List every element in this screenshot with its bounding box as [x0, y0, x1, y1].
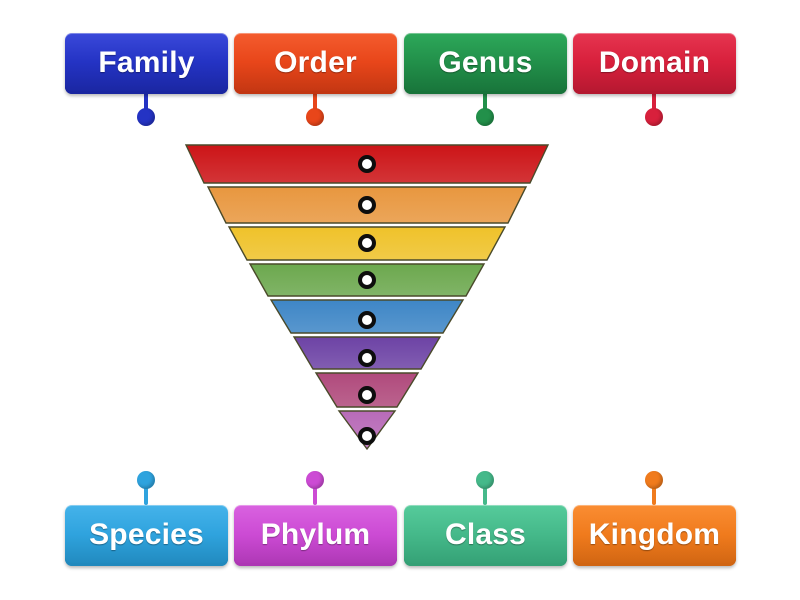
drop-target-2[interactable] — [358, 196, 376, 214]
label-text: Domain — [598, 45, 711, 79]
drop-target-6[interactable] — [358, 349, 376, 367]
drop-target-8[interactable] — [358, 427, 376, 445]
label-text: Genus — [438, 45, 533, 79]
pin-stem — [313, 485, 317, 505]
drop-target-3[interactable] — [358, 234, 376, 252]
label-box-genus[interactable]: Genus — [404, 33, 567, 94]
label-text: Family — [98, 45, 195, 79]
pin-knob-icon — [645, 108, 663, 126]
label-box-species[interactable]: Species — [65, 505, 228, 566]
pin-knob-icon — [306, 108, 324, 126]
connector-pin-phylum — [306, 471, 324, 505]
pin-stem — [652, 92, 656, 112]
connector-pin-family — [137, 92, 155, 126]
pin-stem — [144, 92, 148, 112]
label-box-domain[interactable]: Domain — [573, 33, 736, 94]
drop-target-1[interactable] — [358, 155, 376, 173]
connector-pin-class — [476, 471, 494, 505]
pin-stem — [652, 485, 656, 505]
label-text: Phylum — [260, 517, 371, 551]
label-box-family[interactable]: Family — [65, 33, 228, 94]
label-box-class[interactable]: Class — [404, 505, 567, 566]
connector-pin-domain — [645, 92, 663, 126]
drop-target-5[interactable] — [358, 311, 376, 329]
pin-stem — [483, 92, 487, 112]
pin-knob-icon — [137, 471, 155, 489]
label-text: Order — [274, 45, 357, 79]
label-text: Class — [444, 517, 527, 551]
label-box-phylum[interactable]: Phylum — [234, 505, 397, 566]
pin-stem — [144, 485, 148, 505]
pin-knob-icon — [137, 108, 155, 126]
pin-knob-icon — [645, 471, 663, 489]
drop-target-4[interactable] — [358, 271, 376, 289]
pin-knob-icon — [476, 471, 494, 489]
label-text: Kingdom — [588, 517, 721, 551]
pin-stem — [313, 92, 317, 112]
connector-pin-order — [306, 92, 324, 126]
pin-stem — [483, 485, 487, 505]
pin-knob-icon — [306, 471, 324, 489]
label-text: Species — [89, 517, 204, 551]
drop-target-7[interactable] — [358, 386, 376, 404]
pin-knob-icon — [476, 108, 494, 126]
connector-pin-kingdom — [645, 471, 663, 505]
label-box-order[interactable]: Order — [234, 33, 397, 94]
connector-pin-genus — [476, 92, 494, 126]
label-box-kingdom[interactable]: Kingdom — [573, 505, 736, 566]
connector-pin-species — [137, 471, 155, 505]
